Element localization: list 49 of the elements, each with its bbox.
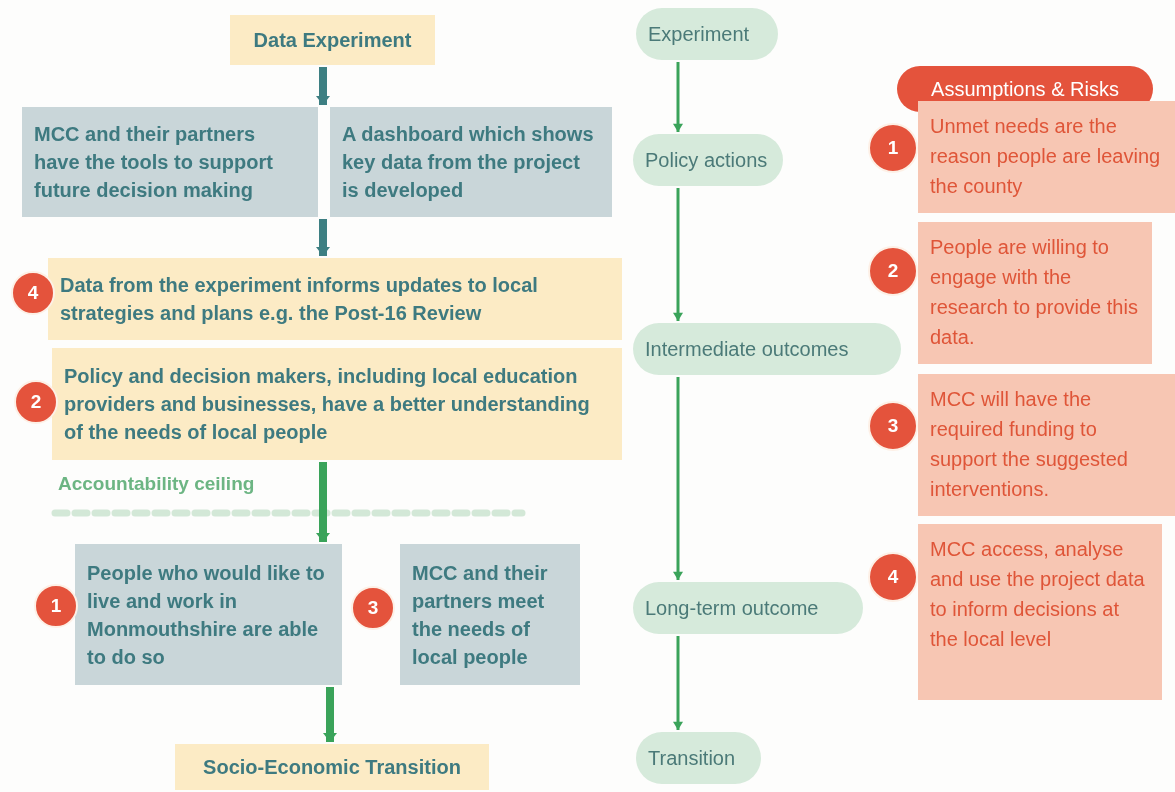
number-badge: 4 bbox=[11, 271, 55, 315]
arrow bbox=[673, 188, 683, 321]
statement-box bbox=[48, 258, 622, 340]
stage-pill bbox=[636, 732, 761, 784]
number-badge: 2 bbox=[868, 246, 918, 296]
number-badge: 3 bbox=[868, 401, 918, 451]
stage-pill bbox=[633, 323, 901, 375]
arrow bbox=[673, 636, 683, 730]
assumption-box bbox=[918, 101, 1175, 213]
statement-text: MCC and their partners have the tools to support future decision making bbox=[34, 122, 274, 203]
statement-text: A dashboard which shows key data from the project is developed bbox=[342, 122, 595, 203]
number-badge: 2 bbox=[14, 380, 58, 424]
stage-label: Policy actions bbox=[645, 148, 768, 172]
statement-box bbox=[330, 107, 612, 217]
stage-label: Experiment bbox=[648, 22, 750, 46]
stage-label: Transition bbox=[648, 746, 736, 770]
statement-text: Data Experiment bbox=[253, 28, 412, 53]
statement-text: MCC will have the required funding to support the suggested interventions. bbox=[930, 387, 1129, 502]
number-badge: 1 bbox=[868, 123, 918, 173]
statement-text: People are willing to engage with the research to provide this data. bbox=[930, 235, 1139, 350]
stage-pill bbox=[633, 582, 863, 634]
arrow bbox=[673, 62, 683, 132]
arrow bbox=[323, 687, 337, 742]
assumption-box bbox=[918, 222, 1152, 364]
assumption-box bbox=[918, 374, 1175, 516]
statement-text: Policy and decision makers, including local education providers and businesses, have a better understanding of the needs of local people bbox=[64, 364, 591, 445]
assumption-box bbox=[918, 524, 1162, 700]
stage-pill bbox=[636, 8, 778, 60]
statement-box bbox=[22, 107, 318, 217]
number-badge: 4 bbox=[868, 552, 918, 602]
statement-text: People who would like to live and work in Monmouthshire are able to do so bbox=[87, 560, 326, 670]
statement-box bbox=[230, 15, 435, 65]
boundary-label: Accountability ceiling bbox=[58, 473, 255, 495]
statement-text: MCC access, analyse and use the project data to inform decisions at the local level bbox=[930, 537, 1146, 652]
number-badge: 3 bbox=[351, 586, 395, 630]
statement-text: Data from the experiment informs updates to local strategies and plans e.g. the Post-16 Review bbox=[60, 273, 539, 326]
statement-text: Unmet needs are the reason people are leaving the county bbox=[930, 114, 1162, 199]
arrow bbox=[673, 377, 683, 580]
stage-label: Long-term outcome bbox=[645, 596, 819, 620]
arrow bbox=[316, 462, 330, 542]
statement-text: MCC and their partners meet the needs of local people bbox=[412, 560, 549, 670]
statement-box bbox=[175, 744, 489, 790]
statement-box bbox=[52, 348, 622, 460]
statement-box bbox=[400, 544, 580, 685]
number-badge: 1 bbox=[34, 584, 78, 628]
stage-pill bbox=[633, 134, 783, 186]
stage-label: Intermediate outcomes bbox=[645, 337, 849, 361]
statement-text: Socio-Economic Transition bbox=[203, 755, 461, 780]
statement-box bbox=[75, 544, 342, 685]
